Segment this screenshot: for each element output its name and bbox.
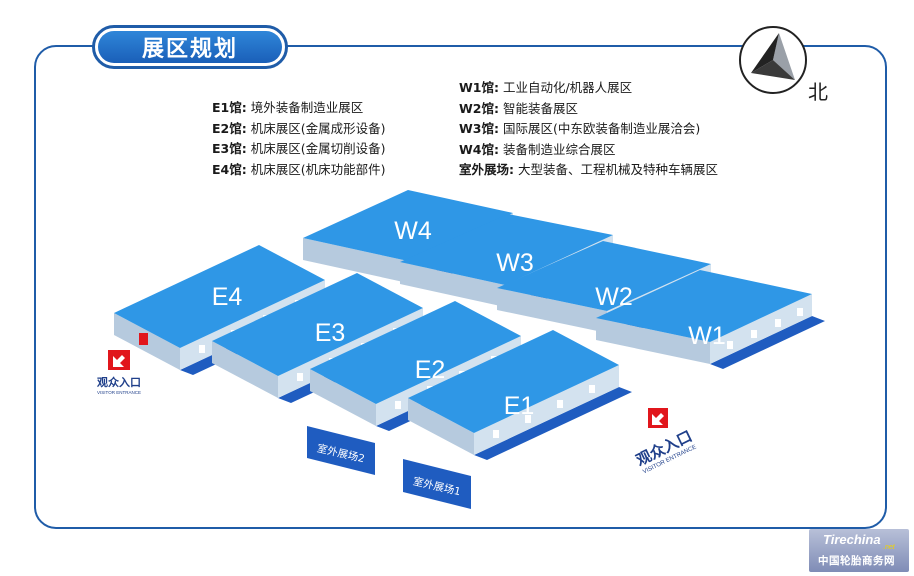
watermark-logo: Tirechina: [823, 532, 881, 547]
compass-icon: [739, 26, 807, 94]
legend-key: W4馆:: [459, 141, 499, 157]
legend-west-halls: W1馆: 工业自动化/机器人展区 W2馆: 智能装备展区 W3馆: 国际展区(中…: [459, 78, 718, 181]
hall-w1[interactable]: [596, 270, 812, 364]
hall-label-w2: W2: [595, 283, 633, 311]
page-title: 展区规划: [98, 31, 282, 63]
legend-key: E4馆:: [212, 161, 247, 177]
hall-label-e2: E2: [415, 356, 446, 384]
entrance-label-cn: 观众入口: [97, 375, 141, 389]
hall-label-e1: E1: [504, 392, 535, 420]
legend-row: W4馆: 装备制造业综合展区: [459, 140, 718, 161]
legend-row: E4馆: 机床展区(机床功能部件): [212, 160, 386, 181]
legend-row: 室外展场: 大型装备、工程机械及特种车辆展区: [459, 160, 718, 181]
legend-text: 智能装备展区: [502, 100, 578, 116]
watermark-net: .net: [883, 544, 895, 551]
legend-row: E3馆: 机床展区(金属切削设备): [212, 139, 386, 160]
north-label: 北: [808, 80, 828, 104]
legend-key: E2馆:: [212, 120, 247, 136]
outdoor-area-1[interactable]: 室外展场1: [403, 459, 471, 509]
hall-label-e3: E3: [315, 319, 346, 347]
legend-key: W2馆:: [459, 100, 499, 116]
watermark-text: 中国轮胎商务网: [818, 555, 895, 567]
legend-text: 大型装备、工程机械及特种车辆展区: [517, 162, 718, 177]
legend-row: W2馆: 智能装备展区: [459, 99, 718, 120]
outdoor-area-2[interactable]: 室外展场2: [307, 426, 375, 475]
hall-e1[interactable]: [408, 330, 619, 455]
legend-key: W3馆:: [459, 121, 499, 136]
legend-text: 机床展区(金属切削设备): [250, 141, 386, 156]
legend-row: W1馆: 工业自动化/机器人展区: [459, 78, 718, 99]
entrance-label-en: VISITOR ENTRANCE: [97, 390, 141, 395]
legend-text: 机床展区(机床功能部件): [250, 161, 386, 177]
hall-label-e4: E4: [212, 283, 243, 311]
legend-row: E2馆: 机床展区(金属成形设备): [212, 119, 386, 140]
legend-text: 工业自动化/机器人展区: [502, 80, 633, 95]
map-frame: [34, 45, 887, 529]
legend-row: W3馆: 国际展区(中东欧装备制造业展洽会): [459, 119, 718, 140]
legend-key: W1馆:: [459, 80, 499, 95]
legend-text: 境外装备制造业展区: [250, 100, 364, 115]
legend-row: E1馆: 境外装备制造业展区: [212, 98, 386, 119]
legend-east-halls: E1馆: 境外装备制造业展区 E2馆: 机床展区(金属成形设备) E3馆: 机床…: [212, 98, 386, 180]
hall-label-w1: W1: [688, 322, 726, 350]
visitor-entrance-east[interactable]: 观众入口 VISITOR ENTRANCE: [633, 408, 698, 476]
visitor-entrance-west[interactable]: 观众入口 VISITOR ENTRANCE: [97, 350, 141, 395]
title-badge: 展区规划: [92, 25, 288, 69]
legend-key: E3馆:: [212, 141, 247, 156]
hall-label-w4: W4: [394, 217, 432, 245]
legend-text: 装备制造业综合展区: [502, 141, 616, 157]
legend-key: 室外展场:: [459, 162, 514, 177]
legend-text: 国际展区(中东欧装备制造业展洽会): [502, 121, 701, 136]
watermark: Tirechina .net 中国轮胎商务网: [809, 529, 909, 572]
entrance-marker-icon: [139, 333, 148, 345]
hall-label-w3: W3: [496, 249, 534, 277]
legend-key: E1馆:: [212, 100, 247, 115]
legend-text: 机床展区(金属成形设备): [250, 120, 386, 136]
